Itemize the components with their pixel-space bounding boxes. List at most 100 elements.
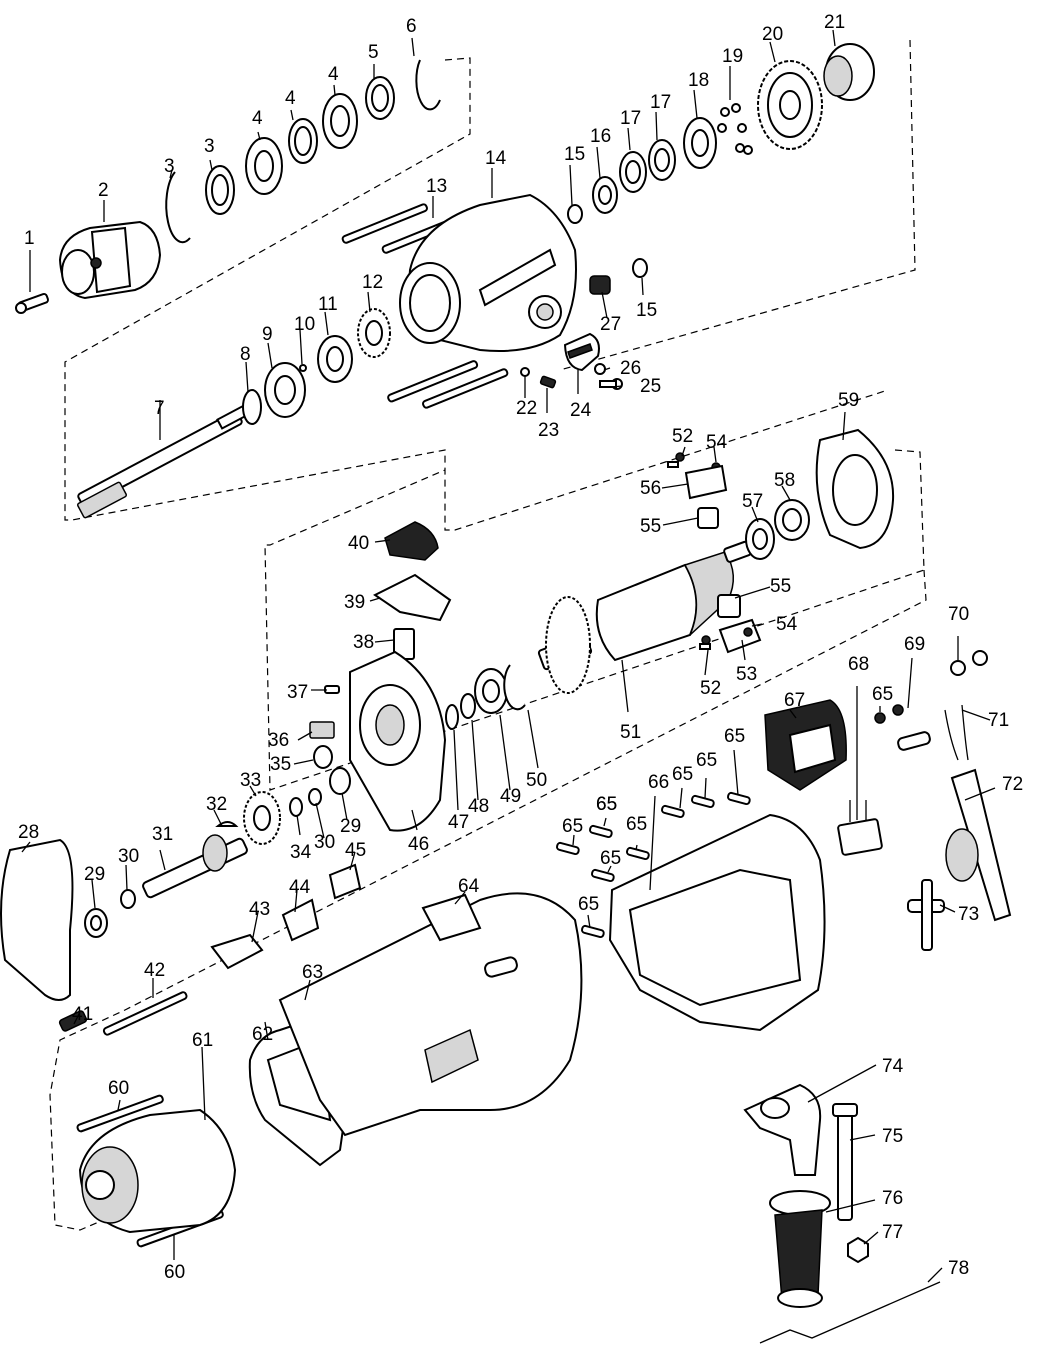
part-label-40: 40: [348, 533, 369, 554]
part-label-63: 63: [302, 962, 323, 983]
bracket-44: [281, 898, 320, 942]
balls-19: [717, 103, 753, 155]
part-label-34: 34: [290, 842, 312, 863]
gear-12: [357, 308, 391, 358]
part-label-57: 57: [742, 491, 763, 512]
part-label-46: 46: [408, 834, 429, 855]
part-label-3: 3: [164, 156, 175, 177]
power-cable-71: [944, 704, 969, 761]
cable-retainer-73: [907, 879, 945, 951]
part-label-70: 70: [948, 604, 969, 625]
plug-27: [589, 275, 611, 295]
part-label-37: 37: [287, 682, 308, 703]
part-label-24: 24: [570, 400, 592, 421]
part-label-26: 26: [620, 358, 641, 379]
part-label-65: 65: [626, 814, 647, 835]
part-label-15: 15: [564, 144, 585, 165]
bearing-9: [264, 362, 306, 418]
carbon-brush-55a: [697, 507, 719, 529]
part-label-65: 65: [596, 794, 617, 815]
o-ring-15a: [567, 204, 583, 224]
part-label-75: 75: [882, 1126, 903, 1147]
housing-66: [608, 813, 826, 1032]
part-label-61: 61: [192, 1030, 213, 1051]
part-label-17: 17: [620, 108, 641, 129]
bracket-43: [210, 933, 264, 970]
bearing-6: [322, 93, 358, 149]
part-label-15: 15: [636, 300, 657, 321]
part-label-35: 35: [270, 754, 291, 775]
part-label-71: 71: [988, 710, 1009, 731]
o-ring-15b: [632, 258, 648, 278]
circlip-3a: [165, 171, 191, 244]
part-label-65: 65: [600, 848, 621, 869]
part-label-22: 22: [516, 398, 537, 419]
circlip-8: [242, 389, 262, 425]
circlip-50: [503, 664, 526, 711]
bearing-16: [592, 176, 618, 214]
washer-26: [594, 363, 606, 375]
part-label-47: 47: [448, 812, 469, 833]
cable-sleeve-72: [945, 768, 1012, 922]
part-label-49: 49: [500, 786, 521, 807]
part-label-65: 65: [872, 684, 893, 705]
part-label-73: 73: [958, 904, 979, 925]
part-label-74: 74: [882, 1056, 904, 1077]
spring-41: [58, 1010, 88, 1032]
screw-25: [599, 378, 623, 390]
part-label-4: 4: [285, 88, 296, 109]
part-label-2: 2: [98, 180, 109, 201]
washer-4b: [288, 118, 318, 164]
pin-37: [324, 685, 340, 694]
bolt-75: [832, 1103, 858, 1221]
part-label-78: 78: [948, 1258, 969, 1279]
switch-frame-39: [373, 573, 452, 622]
part-label-51: 51: [620, 722, 641, 743]
part-label-17: 17: [650, 92, 671, 113]
part-label-42: 42: [144, 960, 165, 981]
part-label-8: 8: [240, 344, 251, 365]
washer-34: [289, 797, 303, 817]
bearing-49: [474, 668, 508, 714]
bearing-5: [245, 137, 283, 195]
part-label-3: 3: [204, 136, 215, 157]
part-label-36: 36: [268, 730, 289, 751]
screw-1: [15, 292, 49, 314]
part-label-23: 23: [538, 420, 559, 441]
label-plate-64: [421, 893, 482, 942]
part-label-39: 39: [344, 592, 365, 613]
handle-76: [769, 1190, 831, 1308]
ball-10: [299, 364, 307, 372]
washer-4c: [365, 76, 395, 120]
part-label-33: 33: [240, 770, 261, 791]
spring-23: [539, 375, 557, 389]
part-label-66: 66: [648, 772, 669, 793]
ball-22: [520, 367, 530, 377]
part-label-9: 9: [262, 324, 273, 345]
part-label-77: 77: [882, 1222, 903, 1243]
circlip-47: [445, 704, 459, 730]
part-label-65: 65: [696, 750, 717, 771]
screws-65: [556, 704, 904, 939]
leader-lines: [21, 29, 996, 1283]
part-label-18: 18: [688, 70, 709, 91]
part-label-19: 19: [722, 46, 743, 67]
part-label-54: 54: [776, 614, 798, 635]
washer-4a: [205, 165, 235, 215]
bearing-11: [317, 335, 353, 383]
side-handle-clamp-74: [743, 1083, 822, 1176]
bushing-35: [313, 745, 333, 769]
gear-housing-14: [399, 193, 577, 352]
shaft-31: [142, 834, 248, 899]
part-label-67: 67: [784, 690, 805, 711]
washer-48: [460, 693, 476, 719]
part-label-6: 6: [406, 16, 417, 37]
part-label-50: 50: [526, 770, 547, 791]
part-label-14: 14: [485, 148, 507, 169]
switch-knob-24: [563, 332, 600, 372]
cable-clamp-69: [897, 731, 931, 751]
part-label-58: 58: [774, 470, 795, 491]
part-label-1: 1: [24, 228, 35, 249]
